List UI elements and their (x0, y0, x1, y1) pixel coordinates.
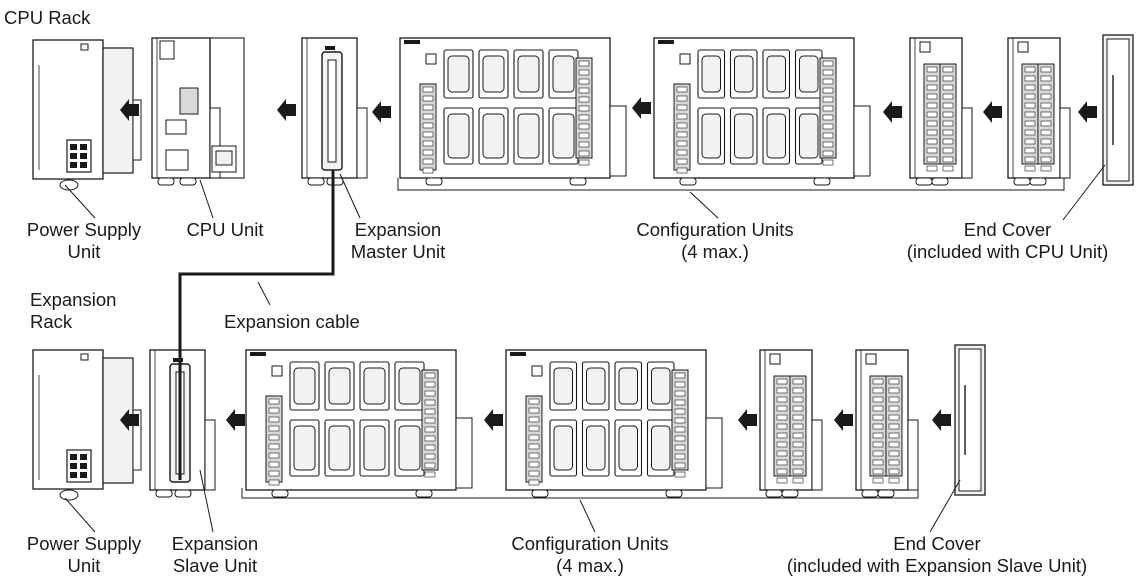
pointer-config-bottom (580, 500, 595, 532)
config-unit-bottom-3 (760, 350, 822, 497)
config-units-bracket-top (398, 178, 1064, 190)
cpu-rack-configuration-units-label: Configuration Units(4 max.) (620, 219, 810, 263)
config-unit-top-4 (1008, 38, 1070, 185)
config-unit-bottom-2 (506, 350, 722, 497)
pointer-expansion-master (340, 174, 360, 218)
pointer-cpu-unit (200, 180, 213, 218)
config-unit-top-2 (654, 38, 870, 185)
arrow-bottom-2 (226, 409, 245, 431)
cpu-unit-label: CPU Unit (170, 219, 280, 241)
arrow-top-6 (983, 101, 1002, 123)
expansion-cable-label: Expansion cable (224, 311, 360, 333)
arrow-bottom-4 (738, 409, 757, 431)
arrow-bottom-3 (484, 409, 503, 431)
arrow-top-5 (883, 101, 902, 123)
config-unit-bottom-1 (246, 350, 472, 497)
end-cover-bottom (955, 345, 985, 495)
cpu-rack-title: CPU Rack (4, 7, 90, 29)
config-unit-top-1 (400, 38, 626, 185)
cpu-unit-illustration (152, 38, 244, 185)
expansion-slave-unit (150, 350, 215, 497)
arrow-top-4 (632, 97, 651, 119)
expansion-cable-pointer (258, 282, 270, 305)
pointer-config-top (690, 192, 718, 218)
expansion-rack-end-cover-label: End Cover(included with Expansion Slave … (736, 533, 1138, 577)
arrow-bottom-6 (932, 409, 951, 431)
arrow-top-3 (372, 101, 391, 123)
pointer-power-supply-bottom (65, 498, 95, 532)
expansion-rack-configuration-units-label: Configuration Units(4 max.) (490, 533, 690, 577)
cpu-rack-end-cover-label: End Cover(included with CPU Unit) (880, 219, 1135, 263)
pointer-end-cover-bottom (930, 480, 960, 532)
expansion-master-unit (302, 38, 367, 185)
pointer-power-supply-top (65, 185, 95, 218)
arrow-bottom-5 (834, 409, 853, 431)
config-unit-top-3 (910, 38, 972, 185)
arrow-top-7 (1078, 101, 1097, 123)
config-unit-bottom-4 (856, 350, 918, 497)
end-cover-top (1103, 35, 1133, 185)
arrow-top-2 (277, 99, 296, 121)
